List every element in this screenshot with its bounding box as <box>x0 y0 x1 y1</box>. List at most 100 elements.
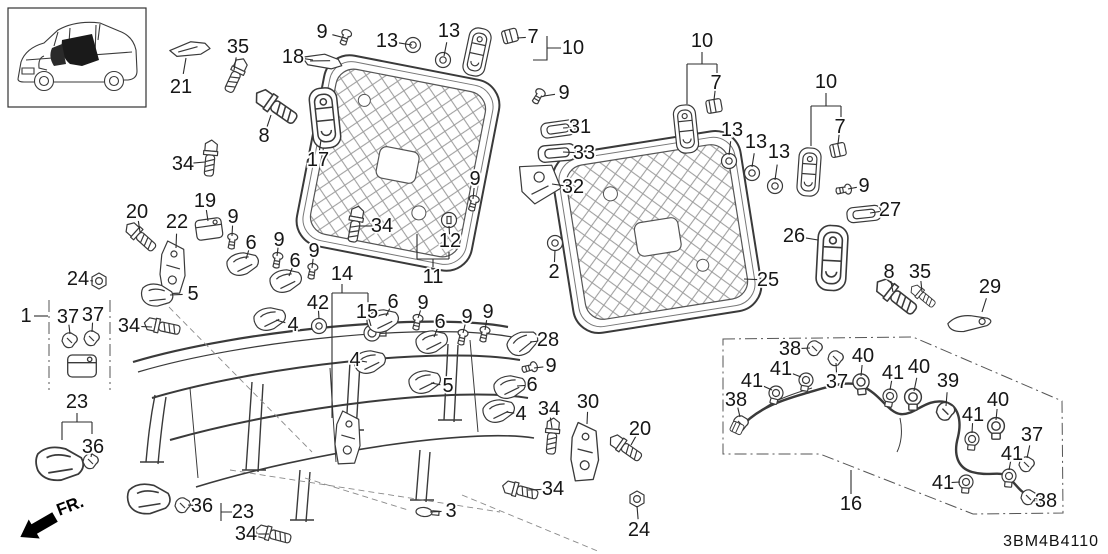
callout-32: 32 <box>562 176 584 198</box>
callout-9: 9 <box>558 82 569 104</box>
callout-34: 34 <box>118 315 140 337</box>
part-plug-glyph <box>415 506 440 519</box>
callout-35: 35 <box>227 36 249 58</box>
callout-4: 4 <box>515 403 526 425</box>
leader-line <box>448 225 451 235</box>
callout-34: 34 <box>235 523 257 545</box>
callout-36: 36 <box>82 436 104 458</box>
leader-line <box>318 139 322 152</box>
leader-line <box>551 183 564 187</box>
leader-line <box>533 36 561 61</box>
part-glyphs <box>33 25 1046 547</box>
callout-34: 34 <box>538 398 560 420</box>
leader-line <box>462 324 466 334</box>
part-nut-glyph <box>629 490 645 508</box>
callout-13: 13 <box>438 20 460 42</box>
leader-line <box>90 451 93 458</box>
leader-line <box>527 488 542 491</box>
part-clamp-glyph <box>765 383 786 407</box>
part-cover-glyph <box>125 481 173 517</box>
callout-11: 11 <box>423 266 444 288</box>
leader-lines <box>34 34 1041 535</box>
part-smallcover-glyph <box>536 142 578 164</box>
callout-41: 41 <box>962 404 984 426</box>
callout-13: 13 <box>745 131 767 153</box>
leader-line <box>368 318 372 327</box>
part-cover-glyph <box>33 444 86 484</box>
leader-line <box>553 249 556 263</box>
part-washer-glyph <box>720 152 738 170</box>
part-clip-glyph <box>83 330 100 347</box>
leader-line <box>266 114 272 127</box>
leader-line <box>192 161 206 164</box>
leader-line <box>205 209 209 222</box>
callout-38: 38 <box>779 338 801 360</box>
callout-17: 17 <box>307 149 329 171</box>
seatback-right-frame <box>551 130 763 334</box>
part-washer-glyph <box>310 317 328 335</box>
part-clamp-glyph <box>851 372 871 396</box>
leader-line <box>220 503 232 521</box>
callout-9: 9 <box>227 206 238 228</box>
part-bolt-glyph <box>201 138 220 178</box>
callout-7: 7 <box>710 72 721 94</box>
callout-15: 15 <box>356 301 378 323</box>
part-clamp-glyph <box>963 430 981 452</box>
leader-line <box>586 411 589 425</box>
fr-label: FR. <box>54 492 86 520</box>
leader-line <box>810 93 842 146</box>
part-latch-glyph <box>671 103 701 155</box>
callout-6: 6 <box>434 311 445 333</box>
leader-line <box>549 417 553 429</box>
callout-5: 5 <box>442 375 453 397</box>
callout-2: 2 <box>548 261 559 283</box>
leader-line <box>543 93 556 97</box>
part-latch-glyph <box>307 85 343 151</box>
leader-line <box>837 134 840 145</box>
callout-28: 28 <box>537 329 559 351</box>
leader-line <box>91 322 94 333</box>
leader-line <box>360 360 368 363</box>
callout-33: 33 <box>573 142 595 164</box>
leader-line <box>182 57 187 75</box>
callout-23: 23 <box>66 391 88 413</box>
leader-line <box>533 366 544 369</box>
part-clip-glyph <box>61 332 78 349</box>
part-washer-glyph <box>743 164 761 182</box>
callout-21: 21 <box>170 76 192 98</box>
callout-9: 9 <box>461 306 472 328</box>
leader-line <box>789 372 802 378</box>
part-box-glyph <box>194 216 224 242</box>
part-washer-glyph <box>546 234 564 252</box>
part-nut-glyph <box>91 272 107 290</box>
leader-line <box>713 90 716 101</box>
callout-22: 22 <box>166 211 188 233</box>
callout-6: 6 <box>289 250 300 272</box>
part-lever-glyph <box>946 309 993 335</box>
part-clamp-glyph <box>957 473 975 495</box>
leader-line <box>443 42 448 57</box>
leader-line <box>1033 497 1041 501</box>
part-clamp-glyph <box>986 416 1006 440</box>
leader-line <box>416 234 450 267</box>
leader-line <box>332 34 346 39</box>
part-screw-glyph <box>834 182 853 197</box>
callout-40: 40 <box>852 345 874 367</box>
callout-9: 9 <box>316 21 327 43</box>
leader-line <box>981 298 987 313</box>
callout-40: 40 <box>987 389 1009 411</box>
callout-1: 1 <box>20 305 31 327</box>
callout-26: 26 <box>783 225 805 247</box>
callout-35: 35 <box>909 261 931 283</box>
part-washer-glyph <box>404 36 422 54</box>
callout-23: 23 <box>232 501 254 523</box>
callout-3: 3 <box>445 500 456 522</box>
part-latch-glyph <box>460 25 494 79</box>
callout-5: 5 <box>187 283 198 305</box>
part-screw-glyph <box>337 27 354 47</box>
leader-line <box>429 510 442 513</box>
leader-line <box>233 57 237 71</box>
leader-line <box>472 187 475 200</box>
leader-line <box>913 377 918 392</box>
